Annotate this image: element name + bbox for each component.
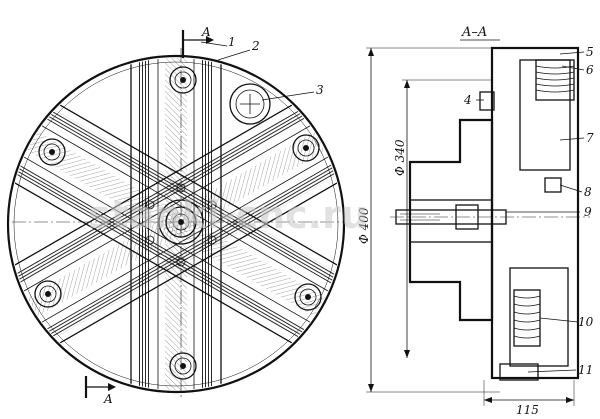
flange <box>408 118 494 322</box>
callout-1: 1 <box>228 35 236 49</box>
dim-inner-diameter: Φ 340 <box>393 139 407 176</box>
callout-8: 8 <box>584 185 592 199</box>
spring-assembly-bottom <box>513 289 541 347</box>
bolt-4 <box>479 91 495 111</box>
cut-mark-bottom-label: A <box>103 392 113 406</box>
callout-10: 10 <box>578 315 594 329</box>
leaders-section <box>476 51 585 373</box>
callout-6: 6 <box>586 63 594 77</box>
cut-mark-top-label: A <box>201 25 211 39</box>
adjusting-dial <box>229 83 271 125</box>
dimension-115 <box>483 380 575 406</box>
lower-cavity <box>509 267 569 367</box>
nut-11 <box>499 363 539 381</box>
chuck-outer-circle <box>6 54 346 394</box>
body-plate <box>490 46 580 380</box>
dimension-340 <box>402 79 492 358</box>
callout-9: 9 <box>584 205 592 219</box>
jaw-slot-cut <box>519 59 571 171</box>
t-slots <box>10 58 342 390</box>
spring-assembly-top <box>535 59 575 101</box>
dim-width: 115 <box>516 403 539 417</box>
bore <box>409 199 493 243</box>
pin-8 <box>544 177 562 193</box>
section-mark-bottom <box>84 376 116 398</box>
dimension-400 <box>366 47 500 393</box>
callout-7: 7 <box>586 131 594 145</box>
labels: A–A A A Φ 400 Φ 340 115 1 2 3 4 5 6 7 8 … <box>103 25 594 417</box>
callout-3: 3 <box>316 83 324 97</box>
jaw-screws <box>34 66 322 380</box>
leaders-front <box>200 41 315 101</box>
callout-5: 5 <box>586 45 594 59</box>
section-view <box>366 39 590 406</box>
section-mark-top <box>181 30 214 58</box>
callout-4: 4 <box>463 93 472 107</box>
front-view <box>6 30 346 398</box>
section-title: A–A <box>461 25 487 40</box>
callout-2: 2 <box>251 39 260 53</box>
watermark: stanki-cnc.ru <box>88 193 368 237</box>
callout-11: 11 <box>578 363 593 377</box>
dim-outer-diameter: Φ 400 <box>357 207 371 244</box>
